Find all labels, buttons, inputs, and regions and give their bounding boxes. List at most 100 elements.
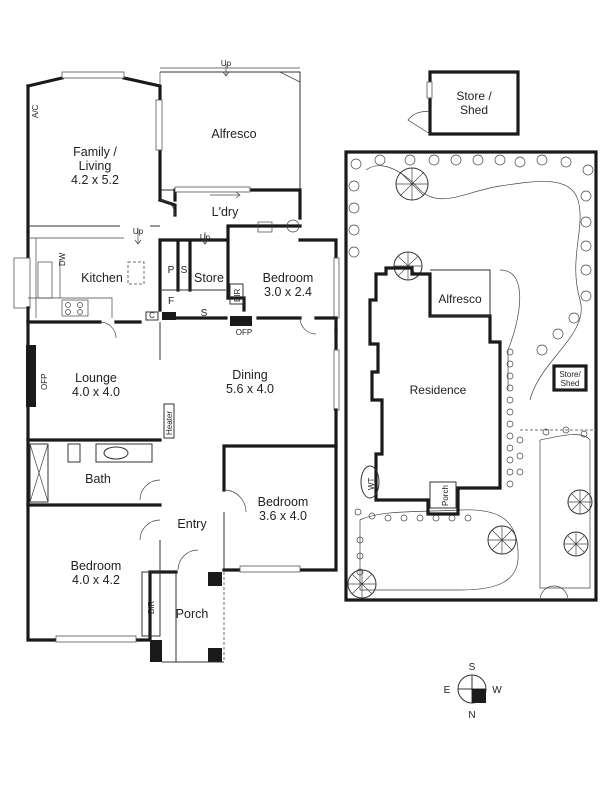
site-porch-label: Porch [441,485,450,506]
store-shed-label: Store / [456,89,492,103]
site-plan: Store / Shed [344,70,598,602]
laundry-label: L'dry [212,205,239,219]
dining-dims: 5.6 x 4.0 [226,382,274,396]
bedroom-mid-dims: 3.6 x 4.0 [259,509,307,523]
ofp-dining [230,316,252,326]
shower-cross [29,443,49,503]
garden-bed-bottom [359,509,519,591]
lounge-label: Lounge [75,371,117,385]
bath-basin [103,446,129,460]
door-swing-bedroom [299,317,317,335]
lounge-dims: 4.0 x 4.0 [72,385,120,399]
family-window-right [155,99,163,151]
family-living-label: Family / [73,145,117,159]
shed-window [426,81,433,99]
water-tank-label: WT [367,477,376,490]
entry-label: Entry [177,517,207,531]
shed-door-swing [407,111,431,135]
up-label-alfresco: Up [221,59,232,68]
bir-main-label: BIR [147,600,156,614]
cupboard-box [145,311,159,321]
fridge-label: F [168,296,174,307]
porch-outline [162,572,224,663]
store-shed-building [428,70,520,136]
shrub-dots [348,154,594,576]
bath-label: Bath [85,472,111,486]
dw-label: DW [58,252,67,266]
kitchen-bench [28,237,124,318]
door-swing-bath [139,479,161,501]
hall-wall [26,316,338,324]
garden-bed-top [365,165,582,401]
bir-main-box [141,571,161,637]
site-porch [429,481,457,509]
kitchen-sink [37,261,53,299]
store-label: Store [194,271,224,285]
door-swing-porch [177,549,199,571]
site-store-shed-label: Store/ [559,370,581,379]
dining-label: Dining [232,368,267,382]
bir-small-box [229,283,244,305]
porch-label: Porch [176,607,209,621]
compass-left-label: E [444,685,451,696]
bedroom-mid-walls [222,444,338,572]
exterior-wall [26,76,162,102]
bath-toilet [67,443,81,463]
compass-needle [472,689,486,703]
bath-vanity [95,443,153,463]
s-hall-label: S [201,308,208,319]
kitchen-bay-window [13,257,31,309]
up-arrow-head [222,71,230,77]
cooktop-burner-3 [65,309,71,315]
compass-right-label: W [492,685,502,696]
site-boundary [344,150,598,602]
ofp-lounge [26,345,36,407]
trees [347,167,593,599]
garden-bed-right-lower [539,434,591,589]
residence-footprint [368,266,502,516]
door-swing-entry [139,519,161,541]
hall-wall-block [162,312,176,320]
bedroom-small-walls [226,238,338,332]
up-label-kitchen: Up [133,227,144,236]
cupboard-label: C [149,311,155,320]
site-alfresco [430,269,491,317]
alfresco-label: Alfresco [211,127,256,141]
up-arrow-kitchen-head [134,239,142,245]
kitchen-cooktop [61,299,89,317]
site-store-shed [552,364,588,392]
front-gates [539,585,569,601]
family-window-top [61,71,125,79]
site-alfresco-label: Alfresco [438,292,482,306]
ac-label: A/C [31,104,40,118]
bir-small-label: BIR [233,288,242,302]
compass: S E W N [444,662,503,721]
water-tank [360,465,380,499]
up-label-store: Up [200,233,211,242]
ofp-dining-label: OFP [236,328,252,337]
porch-column-left [150,640,162,662]
shower [29,443,49,503]
laundry-arrow-head [235,191,241,199]
door-swing-kitchen [99,321,117,339]
heater-label: Heater [165,411,174,435]
site-store-shed-label-2: Shed [561,379,580,388]
floor-plan: A/C Up Family / Living 4.2 x 5.2 Alfresc… [13,59,340,663]
ofp-lounge-label: OFP [40,374,49,390]
residence-label: Residence [410,383,467,397]
door-swing-laundry [159,199,176,216]
cooktop-burner-1 [65,302,71,308]
bedroom-main-window [55,635,137,643]
laundry-door-glass [174,186,251,193]
garden-bed-right [499,269,521,390]
compass-top-label: S [469,662,476,673]
bedroom-small-dims: 3.0 x 2.4 [264,285,312,299]
cooktop-burner-2 [77,302,83,308]
porch-column-top [208,572,222,586]
dining-window [333,349,340,411]
pantry-label: P [168,265,175,276]
compass-bottom-label: N [468,710,475,721]
kitchen-island [127,261,145,285]
bedroom-main-dims: 4.0 x 4.2 [72,573,120,587]
